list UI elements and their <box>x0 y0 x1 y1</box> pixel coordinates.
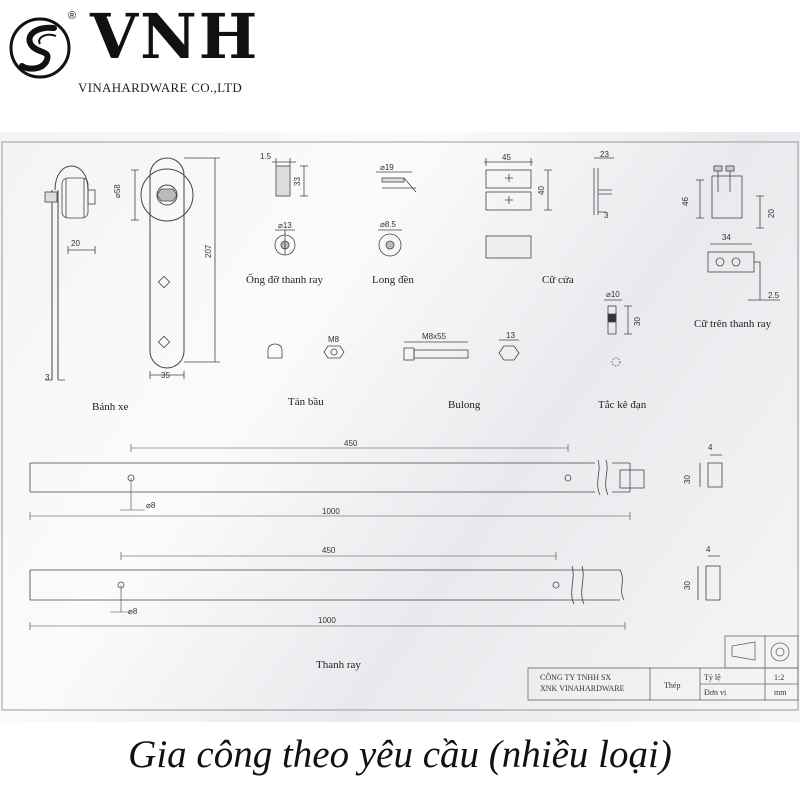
wheel-offset-label: 20 <box>71 239 80 248</box>
bolt-size-label: M8x55 <box>422 332 447 341</box>
tube-label: Ống đỡ thanh ray <box>246 273 323 286</box>
title-unit-value: mm <box>774 688 787 697</box>
anchor-length-label: 30 <box>633 317 642 326</box>
caption-text: Gia công theo yêu cầu (nhiều loại) <box>128 733 672 776</box>
washer-label: Long đền <box>372 274 414 286</box>
rail-2-length-label: 1000 <box>318 616 336 625</box>
title-block <box>527 635 799 701</box>
rail-1-spacing-label: 450 <box>344 439 358 448</box>
tube-dia-label: ⌀13 <box>278 221 292 230</box>
rail-1-drawing <box>29 444 723 520</box>
rail-1-hole-label: ⌀8 <box>146 501 156 510</box>
anchor-drawing <box>604 299 632 367</box>
header: ® VNH VINAHARDWARE CO.,LTD <box>0 0 800 132</box>
rail-stop-height2-label: 20 <box>767 209 776 218</box>
rail-2-drawing <box>29 552 721 630</box>
wheel-dia-label: ⌀58 <box>113 184 122 198</box>
title-unit-label: Đơn vị <box>704 688 727 697</box>
bolt-drawing <box>403 339 520 361</box>
rail-stop-drawing <box>696 165 780 301</box>
company-name: VINAHARDWARE CO.,LTD <box>78 80 243 95</box>
rail-end-2-thickness-label: 4 <box>706 545 711 554</box>
rail-2-hole-label: ⌀8 <box>128 607 138 616</box>
anchor-label: Tắc kê đạn <box>598 399 647 411</box>
cap-nut-label: Tán bầu <box>288 396 324 408</box>
door-stop-drawing <box>484 157 614 259</box>
title-scale-label: Tỷ lệ <box>704 673 721 682</box>
stop-width2-label: 23 <box>600 150 609 159</box>
vnh-logo-icon <box>9 17 71 79</box>
cap-nut-drawing <box>267 343 345 359</box>
rail-end-1-height-label: 30 <box>683 475 692 484</box>
washer-dia2-label: ⌀8.5 <box>380 220 396 229</box>
title-company-line2: XNK VINAHARDWARE <box>540 684 625 693</box>
title-scale-value: 1:2 <box>774 673 784 682</box>
wheel-thickness-label: 3 <box>45 373 50 382</box>
wheel-label: Bánh xe <box>92 401 128 413</box>
washer-drawing <box>376 171 417 257</box>
bolt-label: Bulong <box>448 399 481 411</box>
rail-stop-height-label: 46 <box>681 197 690 206</box>
title-company-line1: CÔNG TY TNHH SX <box>540 672 611 682</box>
stop-thickness-label: 3 <box>604 211 609 220</box>
caption-bar: Gia công theo yêu cầu (nhiều loại) <box>0 722 800 800</box>
rail-stop-width-label: 34 <box>722 233 731 242</box>
stop-width-label: 45 <box>502 153 511 162</box>
registered-mark: ® <box>68 10 77 22</box>
anchor-dia-label: ⌀10 <box>606 290 620 299</box>
tube-thickness-label: 1.5 <box>260 152 272 161</box>
tube-drawing <box>272 158 308 256</box>
rail-stop-label: Cữ trên thanh ray <box>694 318 772 330</box>
washer-dia1-label: ⌀19 <box>380 163 394 172</box>
rail-1-length-label: 1000 <box>322 507 340 516</box>
rail-stop-thickness-label: 2.5 <box>768 291 780 300</box>
rail-end-2-height-label: 30 <box>683 581 692 590</box>
brand-logo-text: VNH <box>90 0 260 73</box>
wheel-hanger-drawing <box>44 157 220 381</box>
wheel-width-label: 35 <box>161 371 170 380</box>
drawing-frame <box>1 141 799 711</box>
nut-size-label: M8 <box>328 335 340 344</box>
door-stop-label: Cữ cửa <box>542 274 574 286</box>
stop-height-label: 40 <box>537 186 546 195</box>
rail-end-1-thickness-label: 4 <box>708 443 713 452</box>
wheel-height-label: 207 <box>204 244 213 258</box>
rail-2-spacing-label: 450 <box>322 546 336 555</box>
tube-height-label: 33 <box>293 177 302 186</box>
title-material: Thép <box>664 681 680 690</box>
rail-label: Thanh ray <box>316 659 361 671</box>
bolt-head-label: 13 <box>506 331 515 340</box>
